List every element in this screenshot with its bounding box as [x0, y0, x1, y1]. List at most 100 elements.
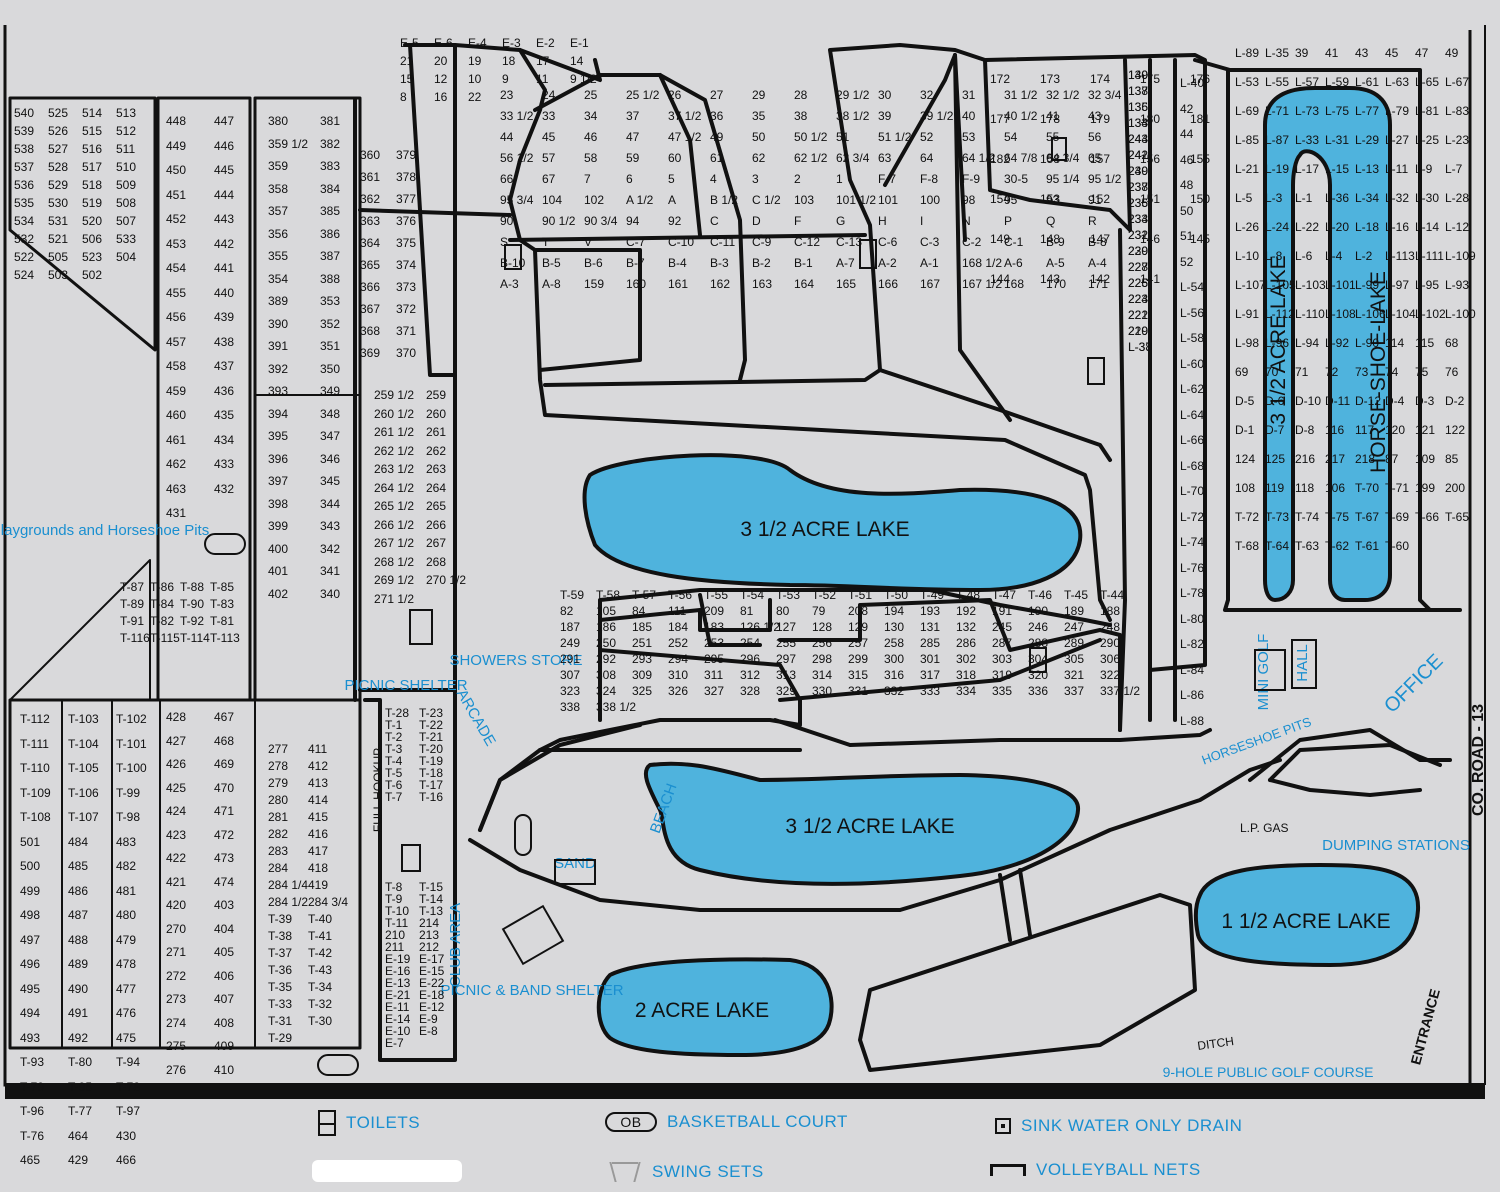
lot-number: T-84: [150, 597, 175, 611]
lot-number: 427: [166, 733, 187, 748]
lot-number: 359: [268, 159, 289, 173]
lot-number: 412: [308, 759, 329, 773]
lot-number: 304: [1028, 652, 1049, 666]
lot-number: 528: [48, 160, 69, 174]
lot-number: 323: [560, 684, 581, 698]
lot-number: 46: [1180, 152, 1194, 167]
lot-number: T-40: [308, 912, 333, 926]
lot-number: 398: [268, 496, 289, 511]
lot-number: B-5: [542, 256, 561, 270]
lot-number: 452: [166, 212, 187, 226]
lot-number: 271: [166, 945, 187, 959]
lot-number: 492: [68, 1030, 89, 1045]
lot-number: 227: [1128, 260, 1149, 274]
lot-number: 481: [116, 883, 137, 898]
legend-sink: SINK WATER ONLY DRAIN: [995, 1116, 1242, 1136]
lake-1half-label: 1 1/2 ACRE LAKE: [1221, 910, 1390, 933]
lot-number: T-20: [419, 742, 444, 756]
lot-number: L-98: [1235, 336, 1260, 350]
lot-number: 519: [82, 196, 103, 210]
lot-number: 119: [1265, 481, 1285, 495]
lot-number: 383: [320, 159, 341, 173]
lot-number: 418: [308, 861, 329, 875]
lot-number: E-1: [570, 36, 589, 50]
lot-number: 161: [668, 277, 689, 291]
lot-number: 278: [268, 759, 289, 773]
lot-number: 69: [1235, 365, 1249, 379]
lot-number: T-70: [1355, 481, 1380, 495]
lot-number: 362: [360, 192, 381, 206]
shelter-icon: [409, 609, 433, 645]
lot-number: 260 1/2: [374, 406, 415, 421]
ditch-label: DITCH: [1196, 1034, 1234, 1053]
lot-number: 17: [536, 54, 550, 68]
lot-number: 328: [740, 684, 761, 698]
lot-number: T-15: [419, 880, 444, 894]
lot-number: 75: [1415, 365, 1429, 379]
lake-1half-shape: [1193, 862, 1421, 968]
lot-number: 293: [632, 652, 653, 666]
lot-number: T-52: [812, 588, 837, 602]
lot-number: 505: [48, 250, 69, 264]
lot-number: 351: [320, 339, 341, 353]
lot-number: C-1: [1004, 235, 1024, 249]
lot-number: 309: [632, 668, 653, 682]
lot-number: 439: [214, 310, 235, 324]
lot-number: 24: [542, 88, 556, 102]
lot-number: T-6: [385, 778, 403, 792]
lot-number: 8: [400, 90, 407, 104]
lot-number: 291: [560, 652, 581, 666]
lot-number: L-68: [1180, 458, 1205, 473]
lot-number: 106: [1325, 481, 1346, 495]
lot-number: 126 1/2: [740, 620, 781, 634]
lot-number: 46: [584, 130, 598, 144]
lot-number: 114: [1385, 336, 1405, 350]
lot-number: T-76: [20, 1128, 45, 1143]
lot-number: 34: [584, 109, 598, 123]
lot-number: 388: [320, 271, 341, 286]
lot-number: L-74: [1180, 535, 1205, 549]
lot-number: 368: [360, 324, 381, 338]
lot-number: T-23: [419, 706, 444, 720]
lot-number: 382: [320, 136, 341, 151]
hall-icon: [1291, 639, 1317, 689]
lot-number: 101 1/2: [836, 193, 877, 207]
lot-number: 144: [990, 272, 1011, 286]
lot-number: T-99: [116, 785, 141, 800]
lot-number: 87: [1385, 452, 1399, 466]
lot-number: T-19: [419, 754, 444, 768]
lot-number: 507: [116, 214, 137, 228]
lot-number: L-12: [1445, 220, 1470, 234]
lot-number: 395: [268, 429, 289, 443]
lot-number: T-46: [1028, 588, 1053, 602]
lot-number: 433: [214, 457, 235, 471]
lot-number: 152: [1090, 192, 1111, 206]
lot-number: 48: [1180, 178, 1194, 192]
lot-number: T-113: [210, 631, 240, 645]
lot-number: 38 1/2: [836, 109, 870, 123]
lot-number: 409: [214, 1039, 235, 1053]
lot-number: E-3: [502, 36, 521, 50]
lot-number: B-9: [1046, 235, 1065, 249]
lot-number: 142: [1090, 272, 1111, 286]
lot-number: 27: [710, 88, 724, 102]
lot-number: 171: [1088, 277, 1109, 291]
lot-number: 448: [166, 114, 187, 128]
lot-number: L-37: [1128, 340, 1153, 354]
sand-icon: [554, 859, 596, 885]
lake-lower-shape: [643, 761, 1080, 886]
lot-number: 280: [268, 793, 289, 807]
lot-number: L-87: [1265, 133, 1290, 147]
lot-number: 537: [14, 160, 35, 174]
lot-number: 190: [1028, 604, 1049, 618]
lot-number: 130: [884, 620, 905, 634]
lot-number: T-83: [210, 597, 235, 611]
lot-number: T-13: [419, 904, 444, 918]
lot-number: T-64: [1265, 539, 1290, 553]
lot-number: 104: [542, 193, 563, 207]
legend: TOILETS OB BASKETBALL COURT SINK WATER O…: [0, 1100, 1500, 1192]
lot-number: T-14: [419, 892, 444, 906]
lot-number: 421: [166, 874, 187, 889]
lot-number: 348: [320, 406, 341, 421]
